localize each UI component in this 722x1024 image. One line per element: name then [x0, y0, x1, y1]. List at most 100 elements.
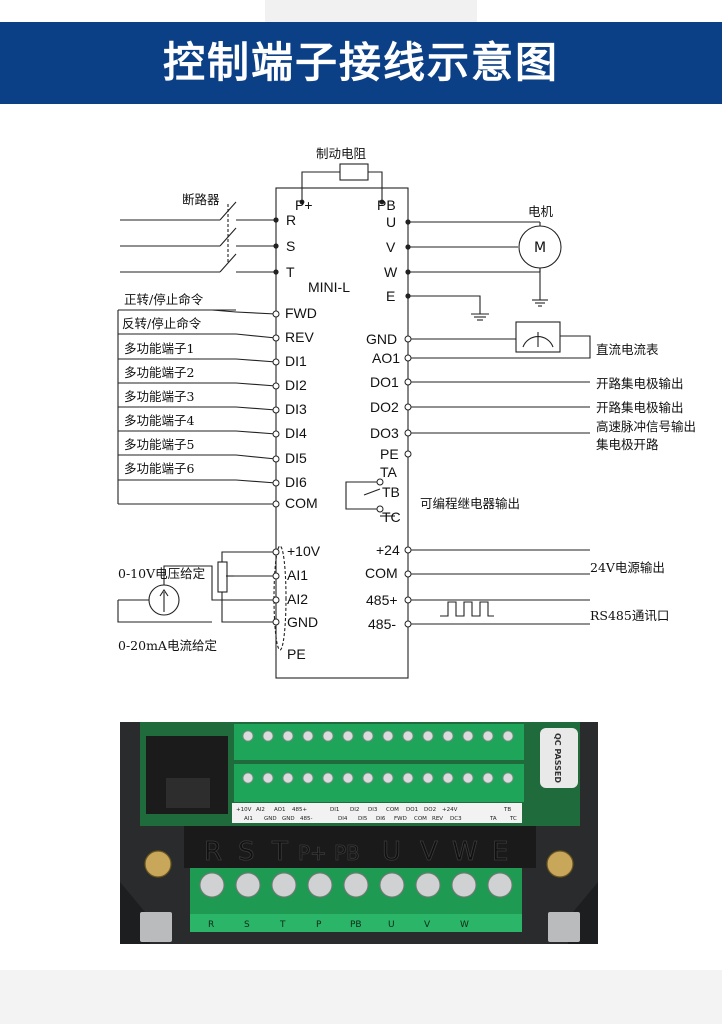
- page-title: 控制端子接线示意图: [162, 38, 559, 87]
- terminal-ai1: AI1: [287, 567, 308, 583]
- upper-label-1-0: +10V: [236, 807, 252, 813]
- terminal-pe-right: PE: [380, 446, 399, 462]
- upper-label-1-3: 485+: [292, 807, 307, 813]
- upper-label-1-7: COM: [386, 807, 399, 813]
- power-label-v: V: [424, 920, 431, 930]
- upper-label-2-11: TA: [489, 816, 497, 822]
- terminal-485p: 485+: [366, 592, 398, 608]
- terminal-u: U: [386, 214, 396, 230]
- upper-label-2-10: DC3: [450, 816, 462, 822]
- upper-terminal-block-1: [234, 724, 524, 760]
- upper-label-1-11: TB: [503, 807, 511, 813]
- power-label-u: U: [388, 920, 395, 930]
- terminal-gnd-right: GND: [366, 331, 397, 347]
- terminal-e: E: [386, 288, 395, 304]
- terminal-ta: TA: [380, 464, 398, 480]
- terminal-fwd: FWD: [285, 305, 317, 321]
- power-label-p: P: [316, 920, 322, 930]
- upper-label-2-7: FWD: [394, 816, 407, 822]
- label-do1-out: 开路集电极输出: [596, 376, 684, 391]
- label-multi-1: 多功能端子1: [124, 341, 194, 356]
- pulse-waveform-symbol: [440, 601, 494, 617]
- qc-sticker: [540, 728, 578, 788]
- cover-letter-e: E: [492, 837, 508, 867]
- label-dc-ammeter: 直流电流表: [596, 342, 659, 357]
- power-label-s: S: [244, 920, 250, 930]
- label-current-ref: 0-20mA电流给定: [118, 638, 217, 653]
- upper-terminal-block-2: [234, 764, 524, 802]
- cover-letter-w: W: [452, 837, 478, 867]
- terminal-485n: 485-: [368, 616, 396, 632]
- upper-label-2-8: COM: [414, 816, 427, 822]
- terminal-di4: DI4: [285, 425, 307, 441]
- power-label-t: T: [279, 920, 286, 930]
- label-24v-output: 24V电源输出: [590, 560, 665, 575]
- upper-label-1-10: +24V: [442, 807, 458, 813]
- terminal-gnd-left: GND: [287, 614, 318, 630]
- upper-label-2-0: AI1: [244, 816, 253, 822]
- terminal-p-plus: P+: [295, 197, 313, 213]
- inverter-model: MINI-L: [308, 279, 350, 295]
- cover-letter-u: U: [382, 837, 401, 867]
- upper-label-2-2: GND: [282, 816, 295, 822]
- label-rs485: RS485通讯口: [590, 608, 669, 623]
- terminal-com-left: COM: [285, 495, 318, 511]
- terminal-10v: +10V: [287, 543, 321, 559]
- mount-bracket-right: [548, 912, 580, 942]
- label-reverse: 反转/停止命令: [122, 316, 202, 331]
- power-label-w: W: [460, 920, 469, 930]
- upper-label-1-2: AO1: [274, 807, 286, 813]
- power-label-strip: [190, 914, 522, 932]
- cover-letter-p: P+: [298, 841, 327, 865]
- upper-label-1-8: DO1: [406, 807, 418, 813]
- cover-letter-r: R: [204, 837, 222, 867]
- upper-label-2-4: DI4: [338, 816, 348, 822]
- screw-left: [144, 850, 172, 878]
- upper-label-2-12: TC: [509, 816, 517, 822]
- footer-strip: [0, 970, 722, 1024]
- brake-resistor-symbol: [339, 163, 369, 181]
- label-relay-out: 可编程继电器输出: [420, 496, 520, 511]
- label-multi-3: 多功能端子3: [124, 389, 195, 404]
- terminal-tc: TC: [382, 509, 401, 525]
- upper-label-2-3: 485-: [300, 816, 312, 822]
- terminal-r: R: [286, 212, 296, 228]
- top-strip: [0, 0, 722, 22]
- label-do3-out-2: 集电极开路: [596, 437, 659, 452]
- power-label-r: R: [208, 920, 214, 930]
- terminal-v: V: [386, 239, 396, 255]
- terminal-di2: DI2: [285, 377, 307, 393]
- label-brake-resistor: 制动电阻: [316, 146, 367, 161]
- terminal-do1: DO1: [370, 374, 399, 390]
- screw-right: [546, 850, 574, 878]
- terminal-pb: PB: [377, 197, 396, 213]
- label-multi-6: 多功能端子6: [124, 461, 195, 476]
- terminal-rev: REV: [285, 329, 314, 345]
- upper-label-1-9: DO2: [424, 807, 436, 813]
- label-do2-out: 开路集电极输出: [596, 400, 684, 415]
- terminal-s: S: [286, 238, 295, 254]
- dc-ammeter-symbol: [515, 321, 561, 353]
- label-multi-2: 多功能端子2: [124, 365, 194, 380]
- terminal-di5: DI5: [285, 450, 307, 466]
- cover-letter-s: S: [238, 837, 255, 867]
- motor-letter: M: [534, 240, 546, 256]
- upper-label-1-1: AI2: [256, 807, 265, 813]
- title-banner: 控制端子接线示意图: [0, 22, 722, 104]
- upper-label-2-5: DI5: [358, 816, 368, 822]
- cover-letter-t: T: [271, 837, 288, 867]
- label-breaker: 断路器: [182, 192, 220, 207]
- cover-letter-pb: PB: [334, 841, 360, 865]
- terminal-di6: DI6: [285, 474, 307, 490]
- upper-label-2-1: GND: [264, 816, 277, 822]
- upper-label-1-4: DI1: [330, 807, 339, 813]
- upper-label-1-5: DI2: [350, 807, 359, 813]
- qc-sticker-text: QC PASSED: [553, 733, 562, 783]
- terminal-do2: DO2: [370, 399, 399, 415]
- label-motor: 电机: [528, 204, 554, 219]
- terminal-w: W: [384, 264, 398, 280]
- terminal-24v: +24: [376, 542, 400, 558]
- terminal-t: T: [286, 264, 295, 280]
- terminal-photo: +10V AI2 AO1 485+ DI1 DI2 DI3 COM DO1 DO…: [0, 722, 722, 970]
- cover-letter-v: V: [420, 837, 438, 867]
